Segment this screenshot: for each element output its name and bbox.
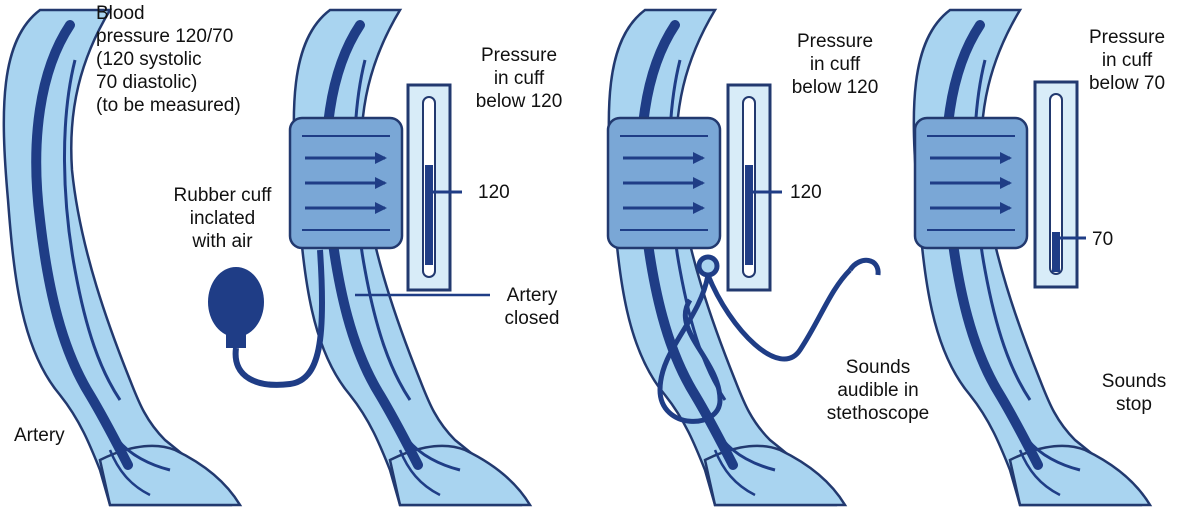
rubber-cuff-line: Rubber cuff (173, 185, 272, 206)
blood-pressure-cuff-icon (913, 116, 1029, 250)
mercury-column (745, 165, 753, 265)
bp-note-line: 70 diastolic) (96, 72, 198, 93)
cuff-pressure-line: below 120 (791, 77, 879, 98)
pressure-reading: 120 (478, 182, 510, 203)
sounds-stop-line: stop (1116, 394, 1152, 415)
cuff-pressure-line: Pressure (1088, 27, 1166, 48)
sounds-audible-line: audible in (837, 380, 919, 401)
rubber-cuff-label: Rubber cuff inclated with air (160, 184, 285, 253)
bp-note-line: pressure 120/70 (96, 26, 234, 47)
artery-closed-label: Artery closed (492, 284, 572, 330)
cuff-pressure-line: Pressure (480, 45, 558, 66)
cuff-pressure-line: in cuff (809, 54, 861, 75)
cuff-pressure-label: Pressure in cuff below 120 (464, 44, 574, 113)
sounds-audible-line: stethoscope (826, 403, 930, 424)
cuff-pressure-line: Pressure (796, 31, 874, 52)
bp-note-line: Blood (96, 3, 145, 24)
artery-label: Artery (14, 425, 65, 446)
sounds-audible-line: Sounds (845, 357, 911, 378)
cuff-pressure-line: below 120 (475, 91, 563, 112)
blood-pressure-cuff-icon (606, 116, 722, 250)
cuff-pressure-line: in cuff (1101, 50, 1153, 71)
sounds-audible-label: Sounds audible in stethoscope (808, 356, 948, 425)
pressure-reading: 70 (1092, 229, 1114, 250)
sounds-stop-label: Sounds stop (1094, 370, 1174, 416)
mercury-column (425, 165, 433, 265)
rubber-bulb-icon (208, 249, 326, 388)
bp-note-line: (to be measured) (96, 95, 241, 116)
mercury-column (1052, 232, 1060, 272)
stethoscope-icon (657, 254, 881, 424)
artery-closed-line: closed (504, 308, 560, 329)
cuff-pressure-label: Pressure in cuff below 120 (780, 30, 890, 99)
rubber-cuff-line: inclated (189, 208, 256, 229)
sounds-stop-line: Sounds (1101, 371, 1167, 392)
bp-note-line: (120 systolic (96, 49, 202, 70)
blood-pressure-cuff-icon (288, 116, 404, 250)
cuff-pressure-label: Pressure in cuff below 70 (1074, 26, 1180, 95)
cuff-pressure-line: in cuff (493, 68, 545, 89)
cuff-pressure-line: below 70 (1088, 73, 1166, 94)
rubber-cuff-line: with air (192, 231, 253, 252)
pressure-reading: 120 (790, 182, 822, 203)
artery-closed-line: Artery (506, 285, 558, 306)
bp-note: Blood pressure 120/70 (120 systolic 70 d… (96, 2, 241, 117)
